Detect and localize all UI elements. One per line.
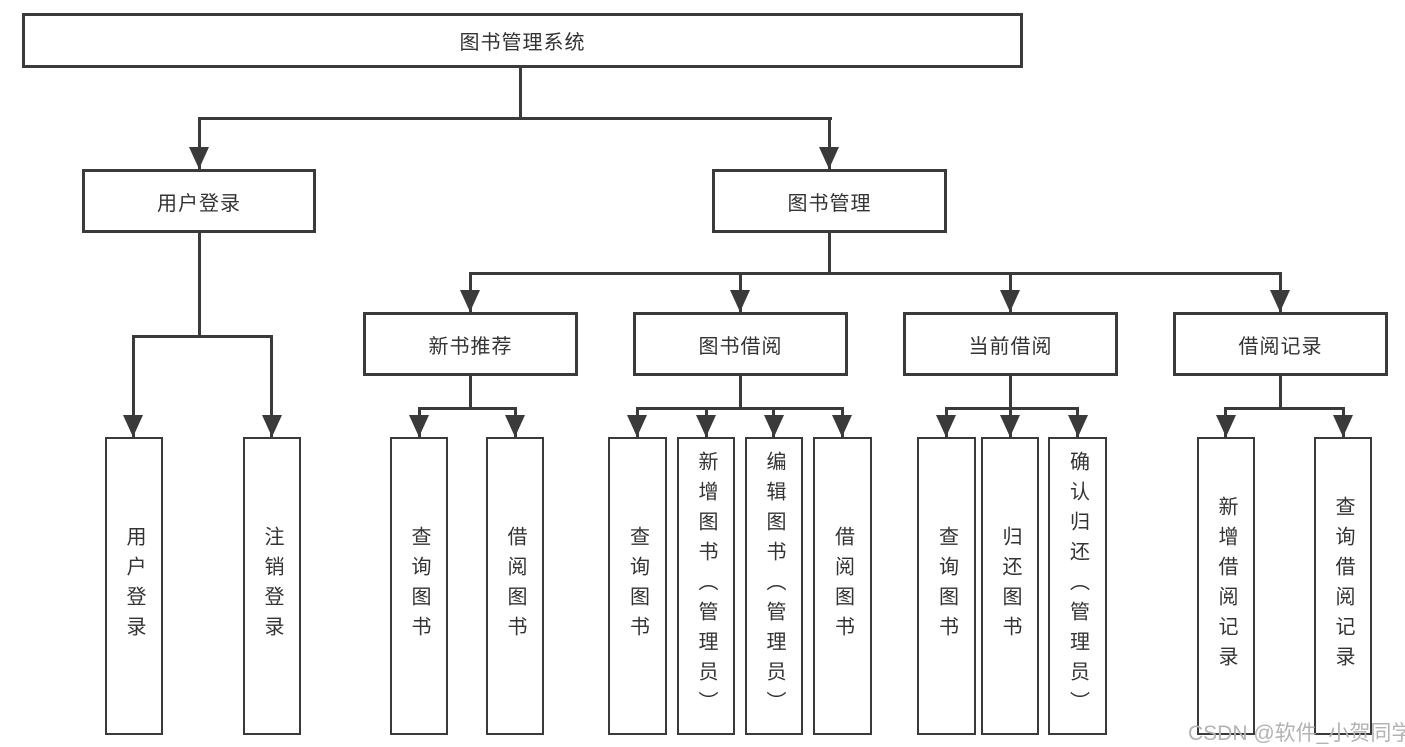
connector-line <box>828 117 831 169</box>
connector-line <box>1279 376 1282 409</box>
leaf-query-books-current-label: 查询图书 <box>935 526 958 646</box>
arrowhead-icon <box>505 415 525 437</box>
leaf-query-books-current: 查询图书 <box>917 437 976 735</box>
node-user-login: 用户登录 <box>82 169 316 233</box>
connector-line <box>198 117 201 169</box>
node-current-borrowing: 当前借阅 <box>903 312 1118 376</box>
connector-line <box>270 335 273 437</box>
arrowhead-icon <box>696 415 716 437</box>
arrowhead-icon <box>123 415 143 437</box>
node-book-management: 图书管理 <box>712 169 947 233</box>
leaf-add-books-admin: 新增图书（管理员） <box>677 437 735 735</box>
arrowhead-icon <box>1333 415 1353 437</box>
leaf-add-borrow-record: 新增借阅记录 <box>1197 437 1255 735</box>
connector-line <box>1009 376 1012 409</box>
connector-line <box>198 117 832 120</box>
connector-line <box>198 233 201 337</box>
leaf-confirm-return-admin-label: 确认归还（管理员） <box>1066 451 1089 721</box>
arrowhead-icon <box>1216 415 1236 437</box>
csdn-watermark: CSDN @软件_小贺同学 <box>1188 722 1405 745</box>
arrowhead-icon <box>936 415 956 437</box>
connector-line <box>828 233 831 275</box>
leaf-logout-label: 注销登录 <box>261 526 283 646</box>
arrowhead-icon <box>262 415 282 437</box>
arrowhead-icon <box>460 290 480 312</box>
arrowhead-icon <box>409 415 429 437</box>
connector-line <box>636 407 844 410</box>
leaf-return-books: 归还图书 <box>981 437 1039 735</box>
connector-line <box>132 335 273 338</box>
connector-line <box>418 407 517 410</box>
leaf-confirm-return-admin: 确认归还（管理员） <box>1048 437 1107 735</box>
arrowhead-icon <box>1000 415 1020 437</box>
node-new-book-recommendation: 新书推荐 <box>363 312 578 376</box>
leaf-query-books-recommend: 查询图书 <box>390 437 448 735</box>
node-library-management-system: 图书管理系统 <box>22 13 1023 68</box>
arrowhead-icon <box>189 147 209 169</box>
leaf-query-books-borrow: 查询图书 <box>608 437 667 735</box>
node-borrowing-records: 借阅记录 <box>1173 312 1388 376</box>
connector-line <box>469 272 1282 275</box>
connector-line <box>519 68 522 120</box>
leaf-add-borrow-record-label: 新增借阅记录 <box>1215 496 1237 676</box>
leaf-add-books-admin-label: 新增图书（管理员） <box>695 451 717 721</box>
leaf-user-login: 用户登录 <box>105 437 163 735</box>
node-book-borrowing: 图书借阅 <box>633 312 848 376</box>
leaf-borrow-books: 借阅图书 <box>813 437 872 735</box>
arrowhead-icon <box>764 415 784 437</box>
arrowhead-icon <box>627 415 647 437</box>
arrowhead-icon <box>1068 415 1088 437</box>
arrowhead-icon <box>819 147 839 169</box>
leaf-edit-books-admin: 编辑图书（管理员） <box>745 437 803 735</box>
leaf-query-borrow-record: 查询借阅记录 <box>1314 437 1372 735</box>
leaf-return-books-label: 归还图书 <box>999 526 1021 646</box>
connector-line <box>469 376 472 409</box>
leaf-borrow-books-recommend: 借阅图书 <box>486 437 544 735</box>
leaf-borrow-books-label: 借阅图书 <box>831 526 854 646</box>
arrowhead-icon <box>1270 290 1290 312</box>
connector-line <box>739 376 742 409</box>
leaf-logout: 注销登录 <box>243 437 301 735</box>
connector-line <box>132 335 135 437</box>
leaf-edit-books-admin-label: 编辑图书（管理员） <box>763 451 785 721</box>
arrowhead-icon <box>1000 290 1020 312</box>
leaf-query-books-borrow-label: 查询图书 <box>626 526 649 646</box>
leaf-query-borrow-record-label: 查询借阅记录 <box>1332 496 1354 676</box>
arrowhead-icon <box>832 415 852 437</box>
leaf-borrow-books-recommend-label: 借阅图书 <box>504 526 526 646</box>
connector-line <box>945 407 1079 410</box>
arrowhead-icon <box>730 290 750 312</box>
connector-line <box>1224 407 1344 410</box>
leaf-query-books-recommend-label: 查询图书 <box>408 526 430 646</box>
leaf-user-login-label: 用户登录 <box>123 526 145 646</box>
